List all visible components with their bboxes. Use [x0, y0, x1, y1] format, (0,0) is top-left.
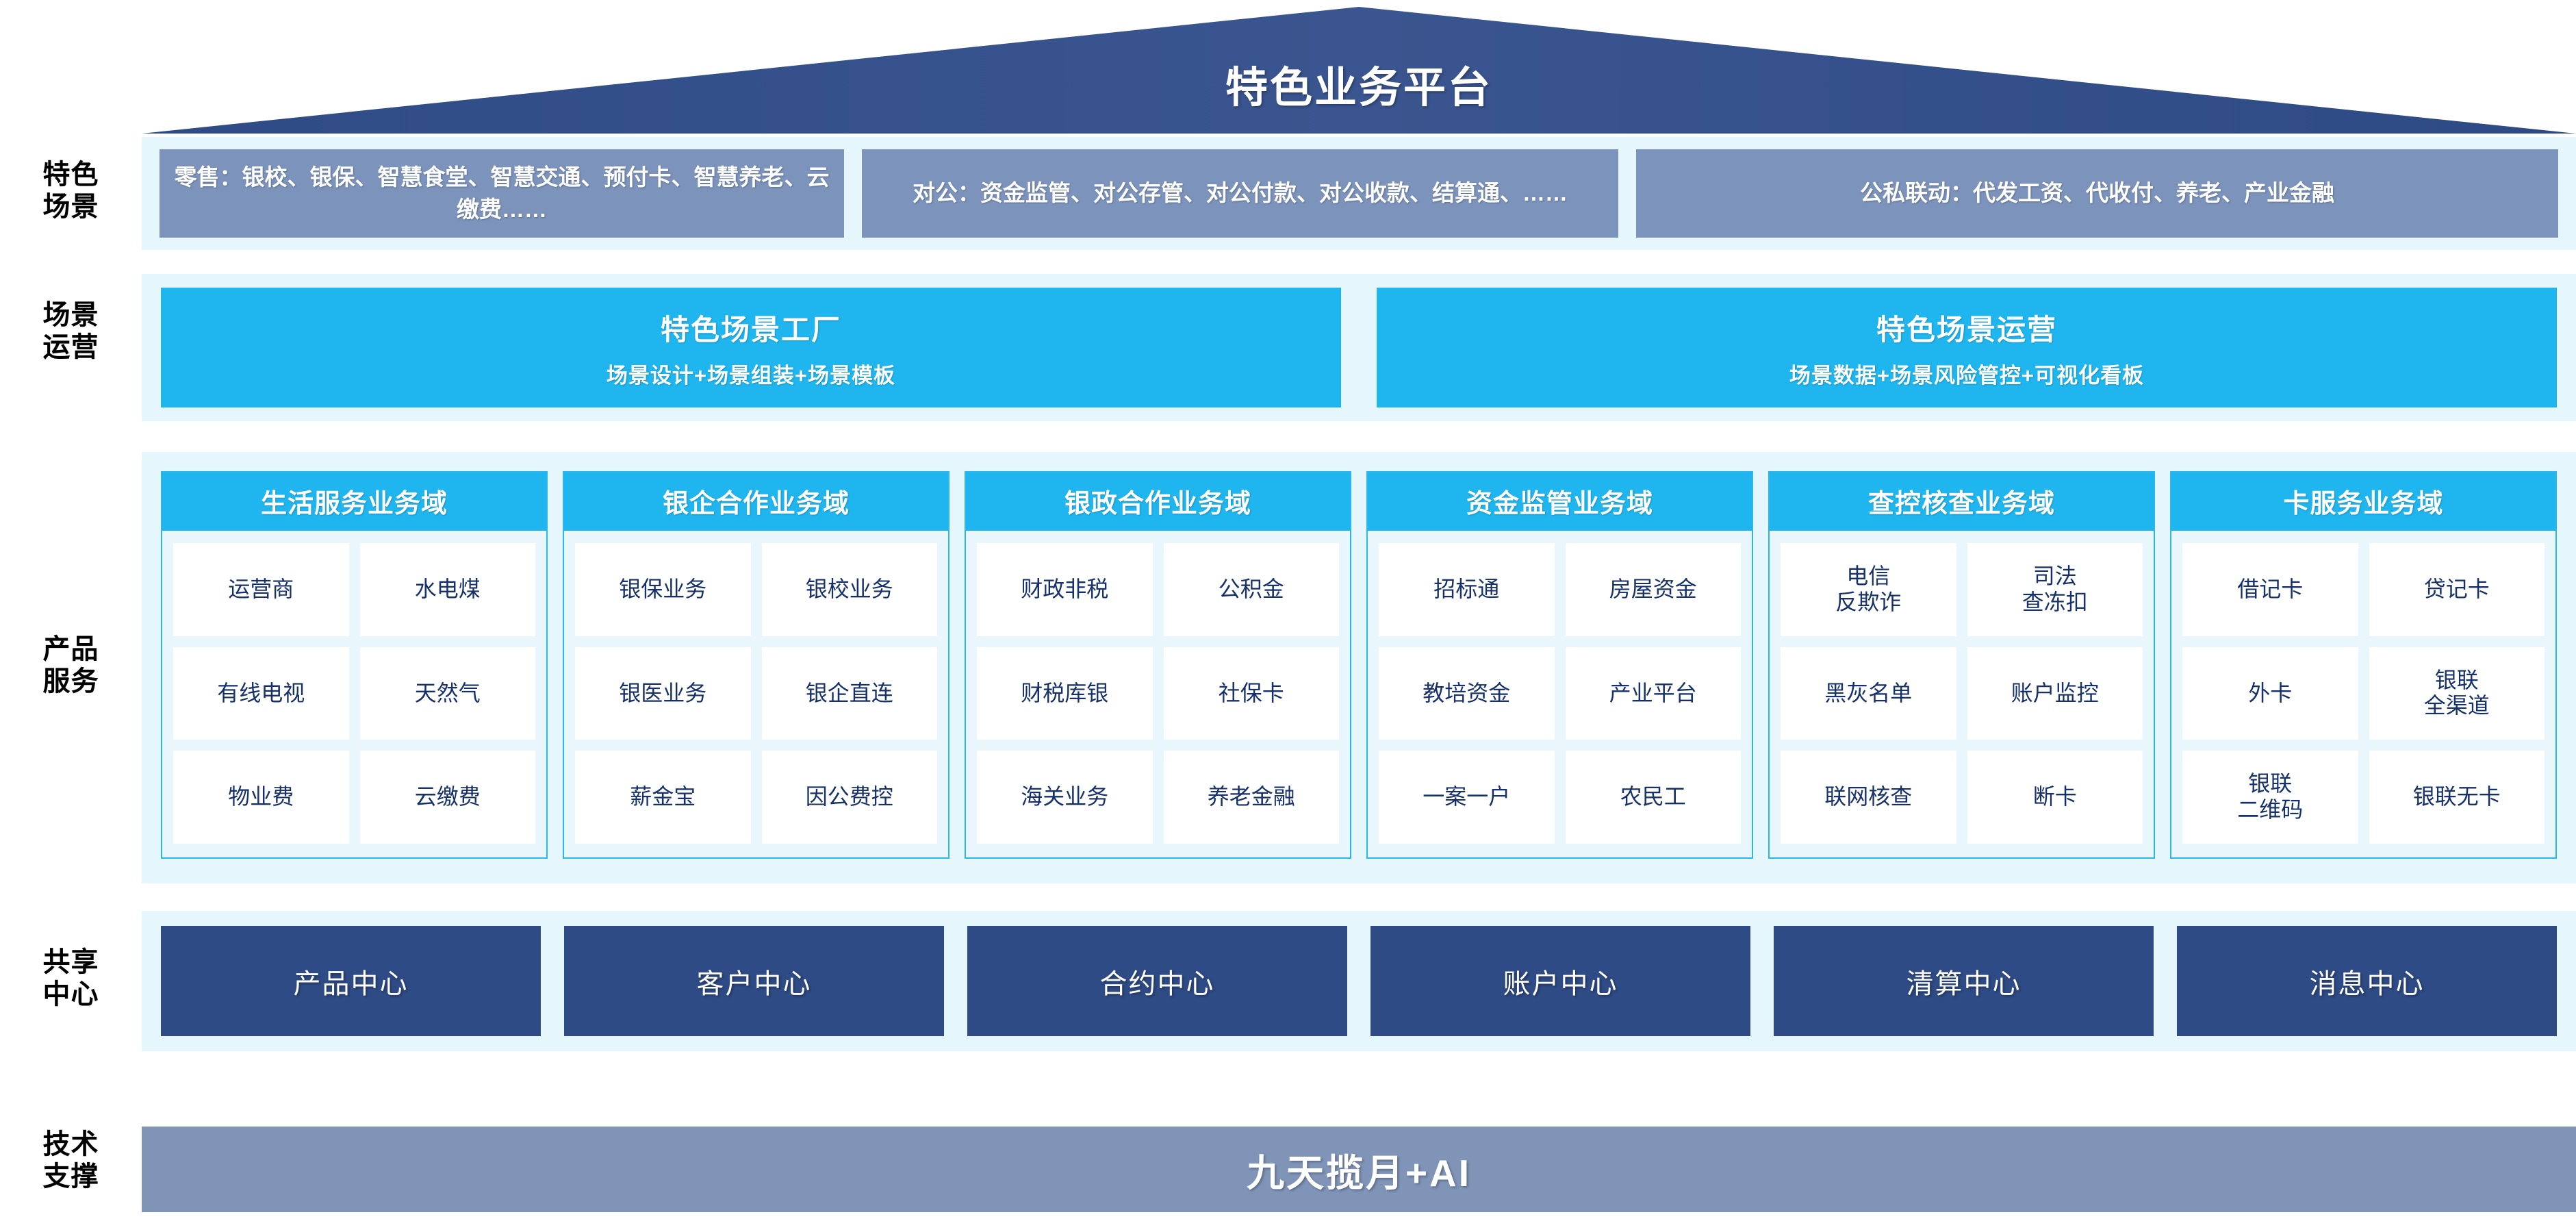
rail-label-tech: 技术 支撑 — [42, 1129, 99, 1192]
domain-card-investigation-control[interactable]: 查控核查业务域 电信 反欺诈 司法 查冻扣 黑灰名单 账户监控 联网核查 断卡 — [1768, 471, 2155, 859]
domain-cell[interactable]: 有线电视 — [173, 646, 349, 740]
domain-title: 资金监管业务域 — [1368, 473, 1752, 531]
domain-card-bank-government[interactable]: 银政合作业务域 财政非税 公积金 财税库银 社保卡 海关业务 养老金融 — [965, 471, 1351, 859]
shared-center-product[interactable]: 产品中心 — [161, 926, 541, 1036]
domain-card-fund-supervision[interactable]: 资金监管业务域 招标通 房屋资金 教培资金 产业平台 一案一户 农民工 — [1366, 471, 1753, 859]
shared-center-account[interactable]: 账户中心 — [1370, 926, 1750, 1036]
domain-card-life-service[interactable]: 生活服务业务域 运营商 水电煤 有线电视 天然气 物业费 云缴费 — [161, 471, 548, 859]
operation-subtitle: 场景数据+场景风险管控+可视化看板 — [1789, 363, 2145, 388]
scene-box-retail[interactable]: 零售：银校、银保、智慧食堂、智慧交通、预付卡、智慧养老、云缴费…… — [160, 149, 844, 238]
domain-cell[interactable]: 司法 查冻扣 — [1967, 543, 2143, 636]
domain-cell[interactable]: 因公费控 — [761, 751, 937, 844]
domain-cell[interactable]: 社保卡 — [1163, 646, 1339, 740]
domain-cell[interactable]: 招标通 — [1379, 543, 1555, 636]
domain-title: 查控核查业务域 — [1770, 473, 2154, 531]
domain-cell[interactable]: 银联 全渠道 — [2369, 646, 2545, 740]
domain-card-bank-enterprise[interactable]: 银企合作业务域 银保业务 银校业务 银医业务 银企直连 薪金宝 因公费控 — [563, 471, 949, 859]
domain-cell[interactable]: 公积金 — [1163, 543, 1339, 636]
domain-cell[interactable]: 电信 反欺诈 — [1781, 543, 1956, 636]
platform-roof-banner: 特色业务平台 — [142, 7, 2576, 134]
operation-row: 特色场景工厂 场景设计+场景组装+场景模板 特色场景运营 场景数据+场景风险管控… — [142, 274, 2576, 421]
domain-cell[interactable]: 银医业务 — [575, 646, 751, 740]
shared-center-band: 产品中心 客户中心 合约中心 账户中心 清算中心 消息中心 — [142, 911, 2576, 1051]
scene-box-corporate[interactable]: 对公：资金监管、对公存管、对公付款、对公收款、结算通、…… — [862, 149, 1618, 238]
domain-cell[interactable]: 银企直连 — [761, 646, 937, 740]
domain-grid: 银保业务 银校业务 银医业务 银企直连 薪金宝 因公费控 — [564, 531, 948, 857]
tech-support-label: 九天揽月+AI — [1246, 1151, 1472, 1194]
operation-band: 特色场景工厂 场景设计+场景组装+场景模板 特色场景运营 场景数据+场景风险管控… — [142, 274, 2576, 421]
rail-label-operation: 场景 运营 — [42, 300, 99, 363]
domain-cell[interactable]: 运营商 — [173, 543, 349, 636]
tech-support-bar[interactable]: 九天揽月+AI — [142, 1127, 2576, 1212]
rail-label-shared: 共享 中心 — [42, 947, 99, 1010]
domain-cell[interactable]: 银联无卡 — [2369, 751, 2545, 844]
domain-grid: 财政非税 公积金 财税库银 社保卡 海关业务 养老金融 — [966, 531, 1350, 857]
domain-cell[interactable]: 财税库银 — [977, 646, 1153, 740]
domain-cell[interactable]: 房屋资金 — [1565, 543, 1741, 636]
domain-cell[interactable]: 薪金宝 — [575, 751, 751, 844]
shared-center-contract[interactable]: 合约中心 — [967, 926, 1347, 1036]
scene-row: 零售：银校、银保、智慧食堂、智慧交通、预付卡、智慧养老、云缴费…… 对公：资金监… — [142, 137, 2576, 250]
operation-box-scene-operation[interactable]: 特色场景运营 场景数据+场景风险管控+可视化看板 — [1377, 288, 2557, 407]
domain-cell[interactable]: 银联 二维码 — [2182, 751, 2358, 844]
domain-title: 银政合作业务域 — [966, 473, 1350, 531]
shared-center-customer[interactable]: 客户中心 — [564, 926, 944, 1036]
shared-center-message[interactable]: 消息中心 — [2177, 926, 2557, 1036]
domain-cell[interactable]: 教培资金 — [1379, 646, 1555, 740]
domain-cell[interactable]: 贷记卡 — [2369, 543, 2545, 636]
domain-card-card-service[interactable]: 卡服务业务域 借记卡 贷记卡 外卡 银联 全渠道 银联 二维码 银联无卡 — [2170, 471, 2557, 859]
scene-band: 零售：银校、银保、智慧食堂、智慧交通、预付卡、智慧养老、云缴费…… 对公：资金监… — [142, 137, 2576, 250]
domain-cell[interactable]: 天然气 — [359, 646, 535, 740]
domain-title: 生活服务业务域 — [162, 473, 546, 531]
rail-label-product: 产品 服务 — [42, 634, 99, 697]
operation-title: 特色场景运营 — [1876, 313, 2057, 346]
shared-center-clearing[interactable]: 清算中心 — [1774, 926, 2154, 1036]
domain-cell[interactable]: 一案一户 — [1379, 751, 1555, 844]
domain-cell[interactable]: 银保业务 — [575, 543, 751, 636]
domain-cell[interactable]: 断卡 — [1967, 751, 2143, 844]
domain-grid: 招标通 房屋资金 教培资金 产业平台 一案一户 农民工 — [1368, 531, 1752, 857]
domain-cell[interactable]: 账户监控 — [1967, 646, 2143, 740]
domain-cell[interactable]: 云缴费 — [359, 751, 535, 844]
page-title: 特色业务平台 — [1225, 64, 1492, 112]
scene-box-linkage[interactable]: 公私联动：代发工资、代收付、养老、产业金融 — [1636, 149, 2558, 238]
domain-title: 银企合作业务域 — [564, 473, 948, 531]
operation-box-scene-factory[interactable]: 特色场景工厂 场景设计+场景组装+场景模板 — [161, 288, 1341, 407]
domain-cell[interactable]: 物业费 — [173, 751, 349, 844]
domain-cell[interactable]: 外卡 — [2182, 646, 2358, 740]
domain-grid: 电信 反欺诈 司法 查冻扣 黑灰名单 账户监控 联网核查 断卡 — [1770, 531, 2154, 857]
domain-cell[interactable]: 银校业务 — [761, 543, 937, 636]
shared-center-row: 产品中心 客户中心 合约中心 账户中心 清算中心 消息中心 — [142, 911, 2576, 1051]
domain-cell[interactable]: 农民工 — [1565, 751, 1741, 844]
domain-grid: 借记卡 贷记卡 外卡 银联 全渠道 银联 二维码 银联无卡 — [2171, 531, 2555, 857]
domain-cell[interactable]: 黑灰名单 — [1781, 646, 1956, 740]
domain-cell[interactable]: 产业平台 — [1565, 646, 1741, 740]
domain-grid: 运营商 水电煤 有线电视 天然气 物业费 云缴费 — [162, 531, 546, 857]
domain-cell[interactable]: 养老金融 — [1163, 751, 1339, 844]
product-band: 生活服务业务域 运营商 水电煤 有线电视 天然气 物业费 云缴费 银企合作业务域… — [142, 452, 2576, 883]
domain-cell[interactable]: 借记卡 — [2182, 543, 2358, 636]
operation-subtitle: 场景设计+场景组装+场景模板 — [606, 363, 896, 388]
domain-cell[interactable]: 联网核查 — [1781, 751, 1956, 844]
domain-cell[interactable]: 海关业务 — [977, 751, 1153, 844]
product-row: 生活服务业务域 运营商 水电煤 有线电视 天然气 物业费 云缴费 银企合作业务域… — [142, 452, 2576, 883]
domain-cell[interactable]: 水电煤 — [359, 543, 535, 636]
domain-title: 卡服务业务域 — [2171, 473, 2555, 531]
operation-title: 特色场景工厂 — [660, 313, 841, 346]
domain-cell[interactable]: 财政非税 — [977, 543, 1153, 636]
rail-label-scene: 特色 场景 — [42, 160, 99, 223]
